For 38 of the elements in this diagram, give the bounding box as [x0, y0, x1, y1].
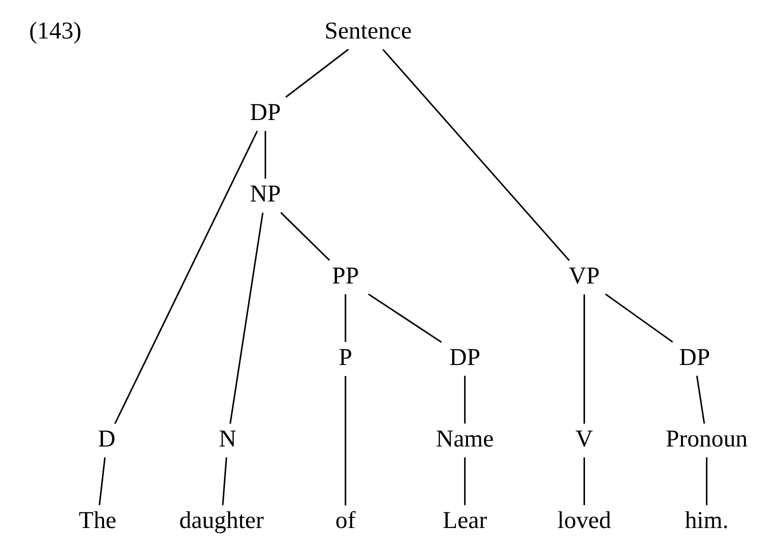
node-text: Name	[436, 425, 494, 452]
connector	[382, 49, 570, 262]
connector	[368, 294, 442, 343]
connector	[344, 294, 346, 342]
node-text: VP	[568, 262, 600, 290]
node-text: DP	[449, 344, 480, 371]
node-text: Sentence	[324, 17, 412, 44]
node-text: V	[576, 425, 593, 452]
connector	[264, 130, 266, 179]
node-text: DP	[679, 344, 710, 371]
label: (143)	[29, 17, 82, 44]
connector	[696, 376, 706, 424]
connector	[229, 212, 264, 424]
connector	[584, 457, 586, 506]
node-text: Pronoun	[666, 425, 748, 452]
node-text: P	[338, 344, 352, 371]
node-text: NP	[250, 180, 281, 208]
node-text: Lear	[442, 507, 488, 534]
connector	[98, 457, 106, 506]
node-text: loved	[557, 507, 612, 534]
connector	[344, 376, 346, 506]
node-text: D	[98, 425, 116, 452]
connector	[706, 457, 708, 506]
connector	[584, 294, 586, 424]
node-text: of	[335, 507, 356, 534]
connector	[464, 376, 466, 424]
connector	[114, 130, 258, 424]
node-text: N	[218, 425, 236, 452]
connector	[464, 457, 466, 506]
connector	[280, 212, 330, 261]
node-text: him.	[684, 507, 728, 534]
node-text: daughter	[179, 507, 264, 534]
node-text: PP	[332, 262, 359, 290]
connector	[285, 48, 349, 98]
node-text: DP	[250, 99, 281, 126]
connector	[222, 457, 228, 506]
node-text: The	[78, 507, 116, 534]
connector	[605, 294, 674, 343]
